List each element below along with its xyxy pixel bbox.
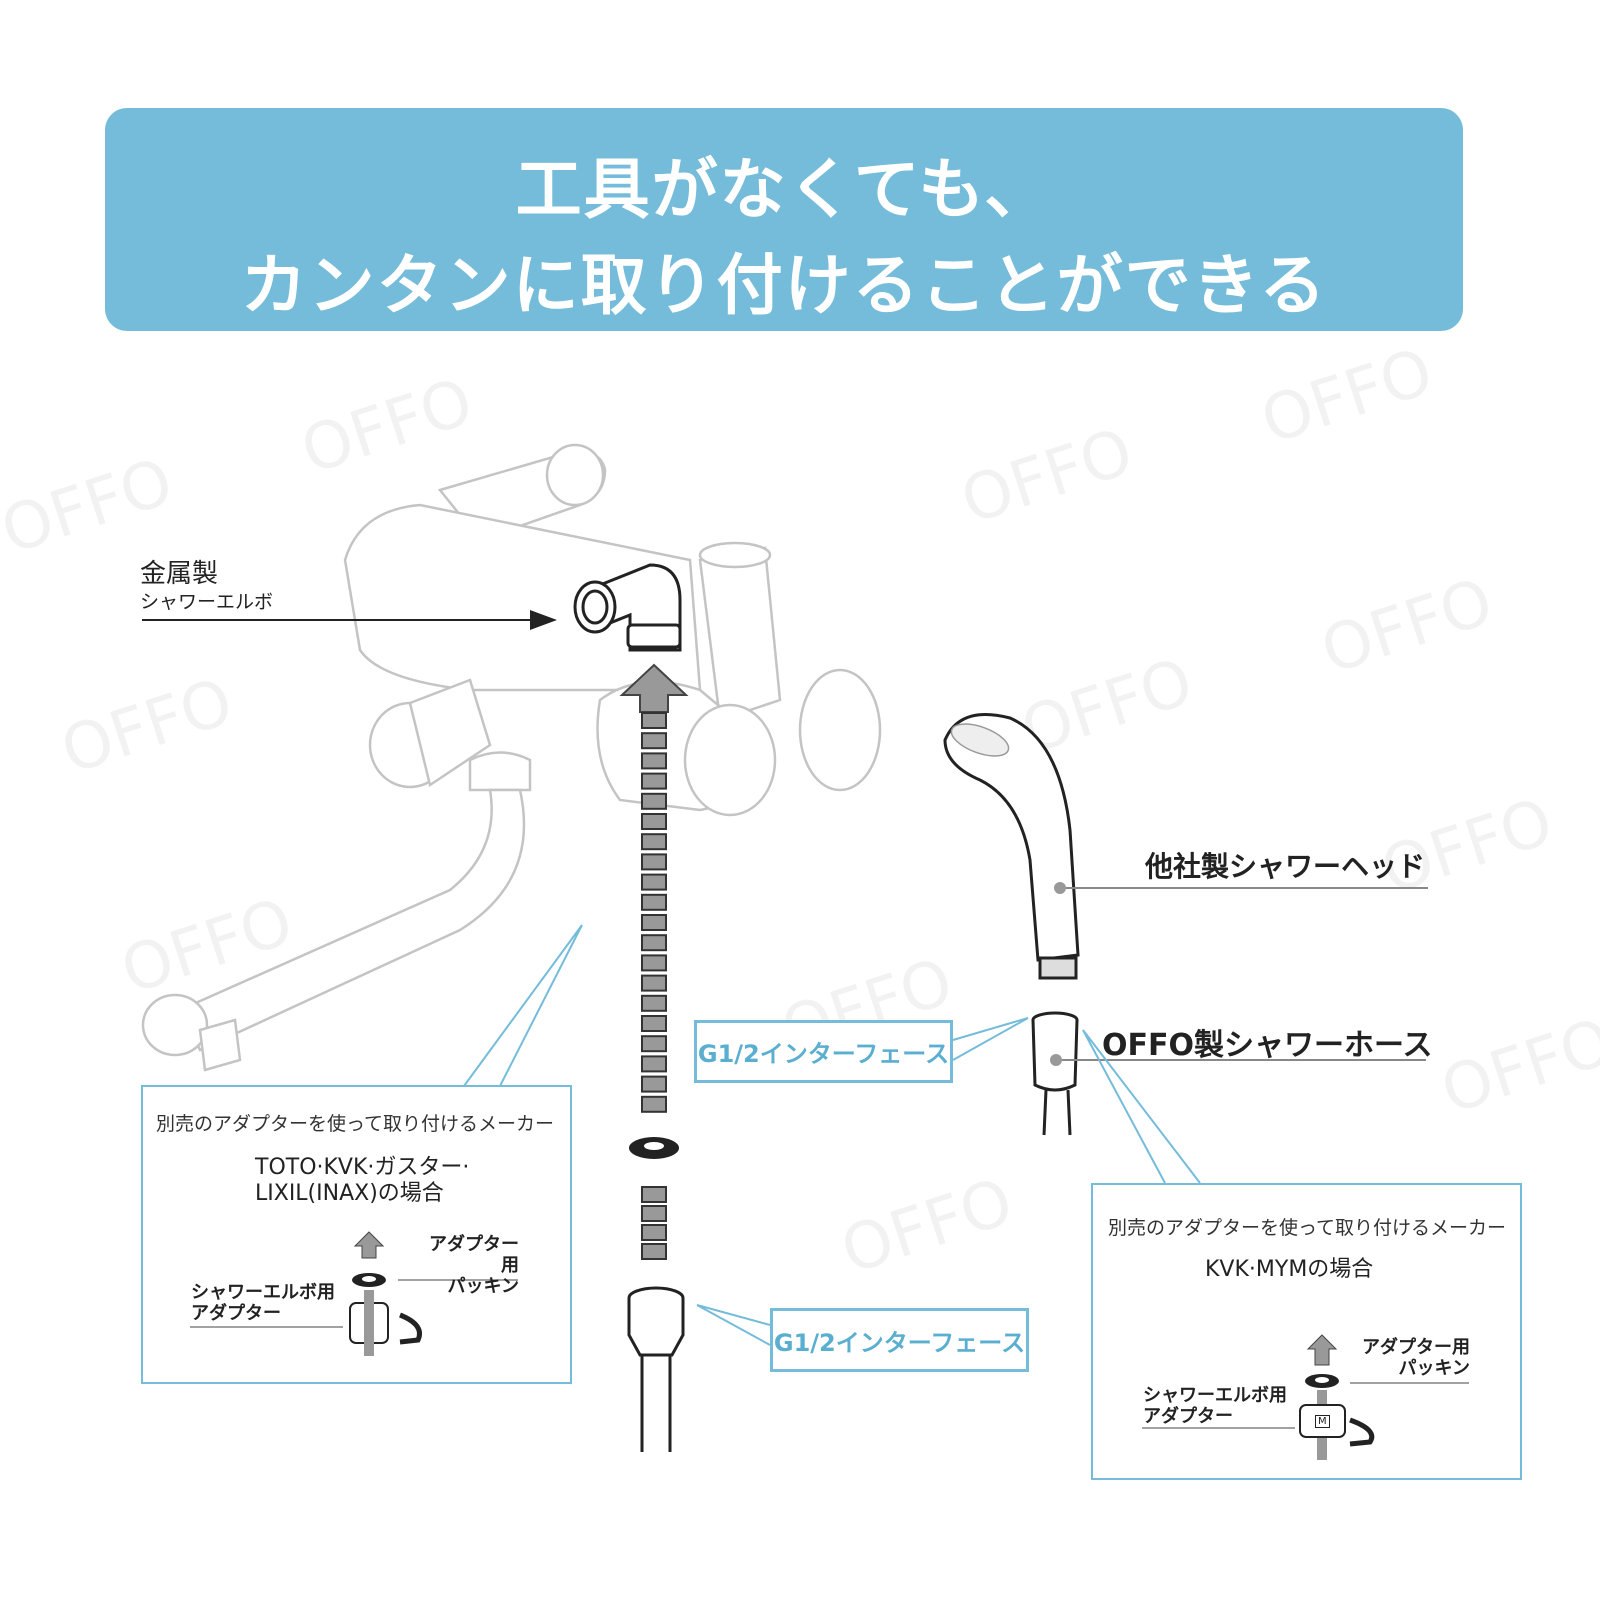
- g12-interface-label-bottom: G1/2インターフェース: [770, 1308, 1029, 1372]
- offo-hose-label: OFFO製シャワーホース: [1102, 1028, 1433, 1063]
- hose-segment: [641, 893, 667, 911]
- left-adapter-illustration: [190, 1231, 518, 1356]
- right-box-adapter-label: シャワーエルボ用 アダプター: [1143, 1385, 1287, 1427]
- hose-segment: [641, 813, 667, 830]
- packing-line2: パッキン: [1398, 1358, 1470, 1379]
- hose-segment: [641, 1055, 667, 1073]
- left-box-heading: 別売のアダプターを使って取り付けるメーカー: [156, 1113, 555, 1135]
- right-box-makers: KVK·MYMの場合: [1205, 1257, 1374, 1282]
- offo-hose-illustration: [1031, 1011, 1079, 1136]
- hose-segment: [641, 974, 667, 992]
- hose-segment: [641, 934, 667, 952]
- elbow-material-label: 金属製: [140, 559, 219, 589]
- hose-segment: [641, 994, 667, 1012]
- hose-segment: [641, 752, 667, 770]
- adapter-mark: M: [1315, 1415, 1330, 1428]
- hose-segment: [641, 1075, 667, 1093]
- elbow-name-label: シャワーエルボ: [140, 591, 274, 613]
- hose-segment: [641, 833, 667, 851]
- right-adapter-info-box: 別売のアダプターを使って取り付けるメーカー KVK·MYMの場合 アダプター用 …: [1091, 1183, 1522, 1480]
- callout-lines: [463, 924, 1201, 1346]
- hose-segment: [641, 954, 667, 972]
- left-box-makers-line1: TOTO·KVK·ガスター·: [255, 1155, 470, 1180]
- headline-banner: 工具がなくても、 カンタンに取り付けることができる: [105, 108, 1463, 331]
- hose-segment: [641, 1035, 667, 1053]
- hose-segment: [641, 1095, 667, 1113]
- left-adapter-info-box: 別売のアダプターを使って取り付けるメーカー TOTO·KVK·ガスター· LIX…: [141, 1085, 572, 1384]
- adapter-line2: アダプター: [191, 1303, 281, 1324]
- other-shower-head-label: 他社製シャワーヘッド: [1145, 850, 1426, 883]
- hose-segment: [641, 914, 667, 931]
- headline-line-1: 工具がなくても、: [515, 151, 1053, 228]
- metal-elbow-illustration: [573, 563, 682, 652]
- shower-head-illustration: [943, 713, 1080, 980]
- hose-segment: [641, 1243, 667, 1260]
- headline-line-2: カンタンに取り付けることができる: [240, 247, 1328, 324]
- hose-fitting-bottom: [627, 1286, 685, 1452]
- packing-line2: パッキン: [447, 1276, 519, 1297]
- hose-segment: [641, 772, 667, 790]
- arrow-head-icon: [530, 610, 557, 630]
- hose-segment: [641, 1186, 667, 1203]
- adapter-line1: シャワーエルボ用: [1143, 1385, 1287, 1406]
- adapter-line1: シャワーエルボ用: [191, 1282, 335, 1303]
- hose-segment: [641, 873, 667, 891]
- left-box-makers-line2: LIXIL(INAX)の場合: [255, 1181, 444, 1206]
- adapter-line2: アダプター: [1143, 1406, 1233, 1427]
- hose-segment: [641, 712, 667, 729]
- right-box-heading: 別売のアダプターを使って取り付けるメーカー: [1108, 1217, 1507, 1239]
- hose-segment: [641, 1015, 667, 1032]
- hose-segment: [641, 732, 667, 750]
- hose-segments: [641, 712, 667, 1260]
- hose-segment: [641, 1224, 667, 1241]
- hose-segment: [641, 853, 667, 871]
- hose-segment: [641, 1205, 667, 1222]
- left-box-adapter-label: シャワーエルボ用 アダプター: [191, 1282, 335, 1324]
- packing-line1: アダプター用: [1362, 1337, 1470, 1358]
- right-box-packing-label: アダプター用 パッキン: [1358, 1337, 1470, 1379]
- faucet-illustration: [141, 443, 882, 1072]
- g12-interface-label-top: G1/2インターフェース: [694, 1020, 953, 1083]
- left-box-packing-label: アダプター用 パッキン: [413, 1234, 519, 1297]
- packing-line1: アダプター用: [429, 1234, 519, 1276]
- hose-segment: [641, 792, 667, 810]
